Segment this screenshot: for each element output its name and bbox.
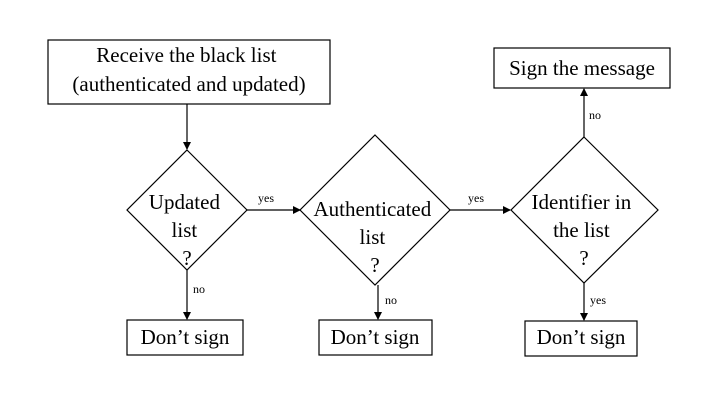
dont-sign-label-3: Don’t sign [537,325,626,349]
identifier-line-3: ? [579,246,588,270]
updated-no-label: no [193,282,205,296]
sign-message-node: Sign the message [493,47,671,89]
receive-line-1: Receive the black list [96,43,276,67]
identifier-line-1: Identifier in [532,190,632,214]
sign-message-label: Sign the message [509,56,655,80]
svg-text:Receive the black list (: Receive the black list (authenticated an… [72,43,305,96]
dont-sign-label-2: Don’t sign [331,325,420,349]
receive-black-list-node: Receive the black list (authenticated an… [47,39,331,105]
identifier-no-label: no [589,108,601,122]
identifier-yes-label: yes [590,293,606,307]
authenticated-line-2: list [360,225,386,249]
updated-yes-label: yes [258,191,274,205]
updated-line-3: ? [182,246,191,270]
svg-text:Identifier in the list: Identifier in the list ? [532,190,637,270]
updated-list-decision: Updated list ? [126,149,248,271]
authenticated-line-3: ? [370,253,379,277]
identifier-line-2: the list [553,218,610,242]
authenticated-yes-label: yes [468,191,484,205]
dont-sign-label-1: Don’t sign [141,325,230,349]
receive-line-2: (authenticated and updated) [72,72,305,96]
updated-line-1: Updated [149,190,221,214]
dont-sign-node-2: Don’t sign [318,319,433,356]
authenticated-list-decision: Authenticated list ? [299,134,451,286]
dont-sign-node-1: Don’t sign [126,319,244,356]
authenticated-line-1: Authenticated [313,197,431,221]
identifier-in-list-decision: Identifier in the list ? [510,136,659,284]
authenticated-no-label: no [385,293,397,307]
dont-sign-node-3: Don’t sign [524,320,638,357]
svg-text:Updated list ?: Updated list ? [149,190,225,270]
updated-line-2: list [172,218,198,242]
svg-text:Authenticated list: Authenticated list ? [313,197,436,277]
